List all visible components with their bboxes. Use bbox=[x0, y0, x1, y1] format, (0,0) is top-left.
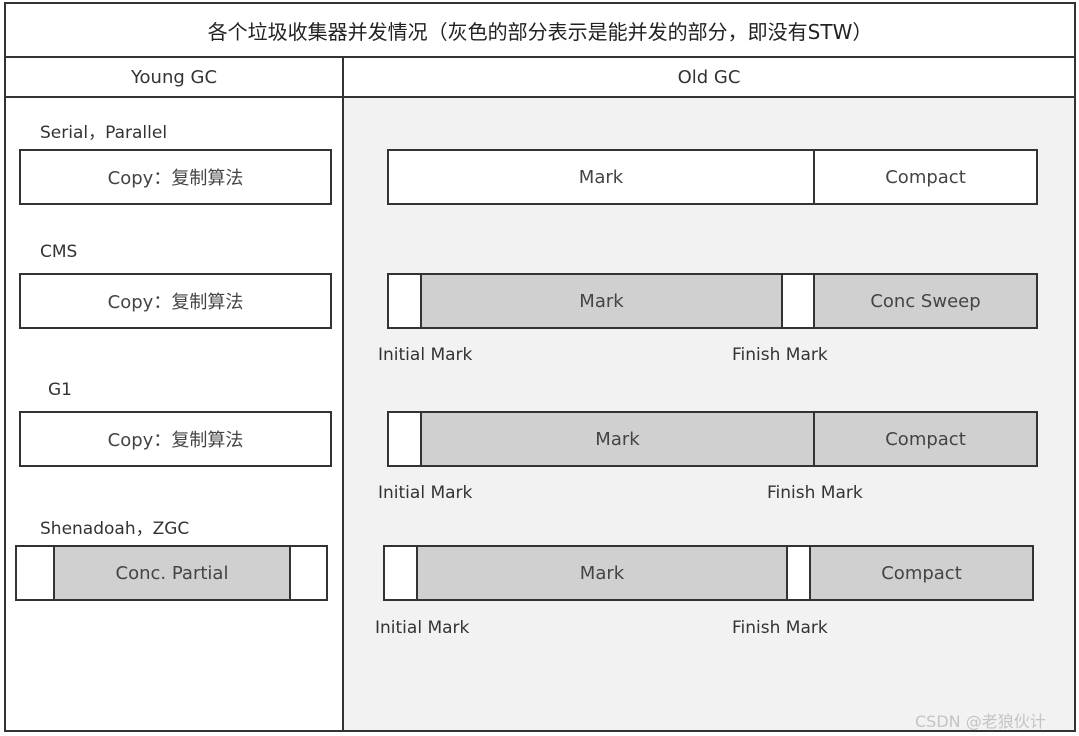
initial-mark-stw-segment bbox=[383, 545, 418, 601]
initial-mark-stw-segment bbox=[387, 411, 422, 467]
young-stw-start-segment bbox=[15, 545, 55, 601]
young-stw-end-segment bbox=[289, 545, 328, 601]
concurrent-sweep-segment: Conc Sweep bbox=[813, 273, 1038, 329]
finish-mark-label: Finish Mark bbox=[767, 483, 863, 503]
young-concurrent-partial-segment: Conc. Partial bbox=[53, 545, 291, 601]
concurrent-compact-segment: Compact bbox=[809, 545, 1034, 601]
finish-mark-label: Finish Mark bbox=[732, 618, 828, 638]
initial-mark-label: Initial Mark bbox=[375, 618, 470, 638]
old-gc-header: Old GC bbox=[342, 56, 1076, 98]
young-copy-box: Copy：复制算法 bbox=[19, 149, 332, 205]
initial-mark-label: Initial Mark bbox=[378, 345, 473, 365]
collector-label-serial-parallel: Serial，Parallel bbox=[40, 123, 168, 143]
concurrent-mark-segment: Mark bbox=[420, 411, 815, 467]
concurrent-mark-segment: Mark bbox=[420, 273, 783, 329]
finish-mark-label: Finish Mark bbox=[732, 345, 828, 365]
collector-label-cms: CMS bbox=[40, 242, 78, 262]
csdn-watermark: CSDN @老狼伙计 bbox=[915, 712, 1046, 731]
young-copy-box: Copy：复制算法 bbox=[19, 273, 332, 329]
collector-label-g1: G1 bbox=[48, 380, 72, 400]
initial-mark-stw-segment bbox=[387, 273, 422, 329]
concurrent-mark-segment: Mark bbox=[416, 545, 788, 601]
collector-label-shenandoah-zgc: Shenadoah，ZGC bbox=[40, 519, 190, 539]
old-compact-stw-box: Compact bbox=[813, 149, 1038, 205]
diagram-title: 各个垃圾收集器并发情况（灰色的部分表示是能并发的部分，即没有STW） bbox=[4, 2, 1076, 58]
finish-mark-stw-segment bbox=[781, 273, 815, 329]
initial-mark-label: Initial Mark bbox=[378, 483, 473, 503]
young-copy-box: Copy：复制算法 bbox=[19, 411, 332, 467]
concurrent-compact-segment: Compact bbox=[813, 411, 1038, 467]
young-gc-header: Young GC bbox=[4, 56, 344, 98]
old-mark-stw-box: Mark bbox=[387, 149, 815, 205]
finish-mark-stw-segment bbox=[786, 545, 811, 601]
